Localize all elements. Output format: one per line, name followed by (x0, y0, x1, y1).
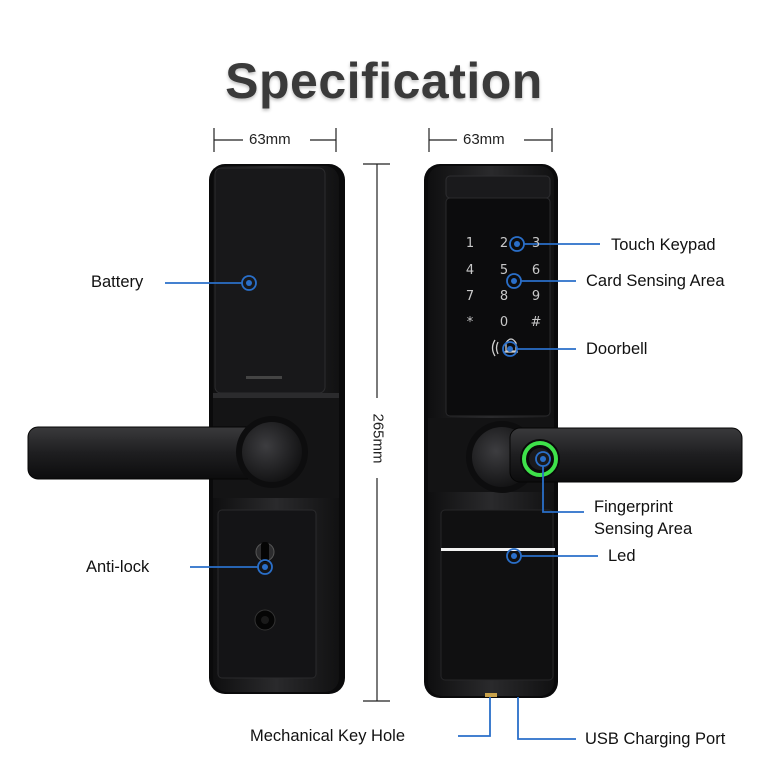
anti-lock-label: Anti-lock (86, 558, 150, 576)
key-8: 8 (499, 289, 509, 304)
right-width-dimension (428, 128, 553, 152)
right-lever-handle (466, 421, 743, 493)
callout-lines (165, 243, 600, 740)
right-width-label: 63mm (463, 131, 505, 148)
doorbell-icon (491, 338, 518, 357)
key-5: 5 (499, 263, 509, 278)
key-1: 1 (465, 236, 475, 251)
key-3: 3 (531, 236, 541, 251)
key-7: 7 (465, 289, 475, 304)
key-star: * (466, 315, 474, 330)
callout-dots (241, 236, 551, 575)
fingerprint-label-line2: Sensing Area (594, 520, 693, 538)
fingerprint-label-line1: Fingerprint (594, 498, 673, 516)
height-dimension (363, 163, 390, 702)
height-label: 265mm (369, 413, 387, 464)
doorbell-label: Doorbell (586, 340, 648, 358)
page-title: Specification (225, 53, 543, 109)
usb-charging-port-label: USB Charging Port (585, 730, 726, 748)
battery-label: Battery (91, 273, 144, 291)
key-0: 0 (499, 315, 509, 330)
key-4: 4 (465, 263, 475, 278)
left-width-dimension (213, 128, 337, 152)
mechanical-key-hole-label: Mechanical Key Hole (250, 727, 405, 745)
key-2: 2 (499, 236, 509, 251)
left-width-label: 63mm (249, 131, 291, 148)
led-label: Led (608, 547, 636, 565)
key-6: 6 (531, 263, 541, 278)
key-9: 9 (531, 289, 541, 304)
card-sensing-area-label: Card Sensing Area (586, 272, 725, 290)
key-hash: # (530, 315, 542, 330)
left-lever-handle (27, 416, 308, 488)
touch-keypad-label: Touch Keypad (611, 236, 716, 254)
